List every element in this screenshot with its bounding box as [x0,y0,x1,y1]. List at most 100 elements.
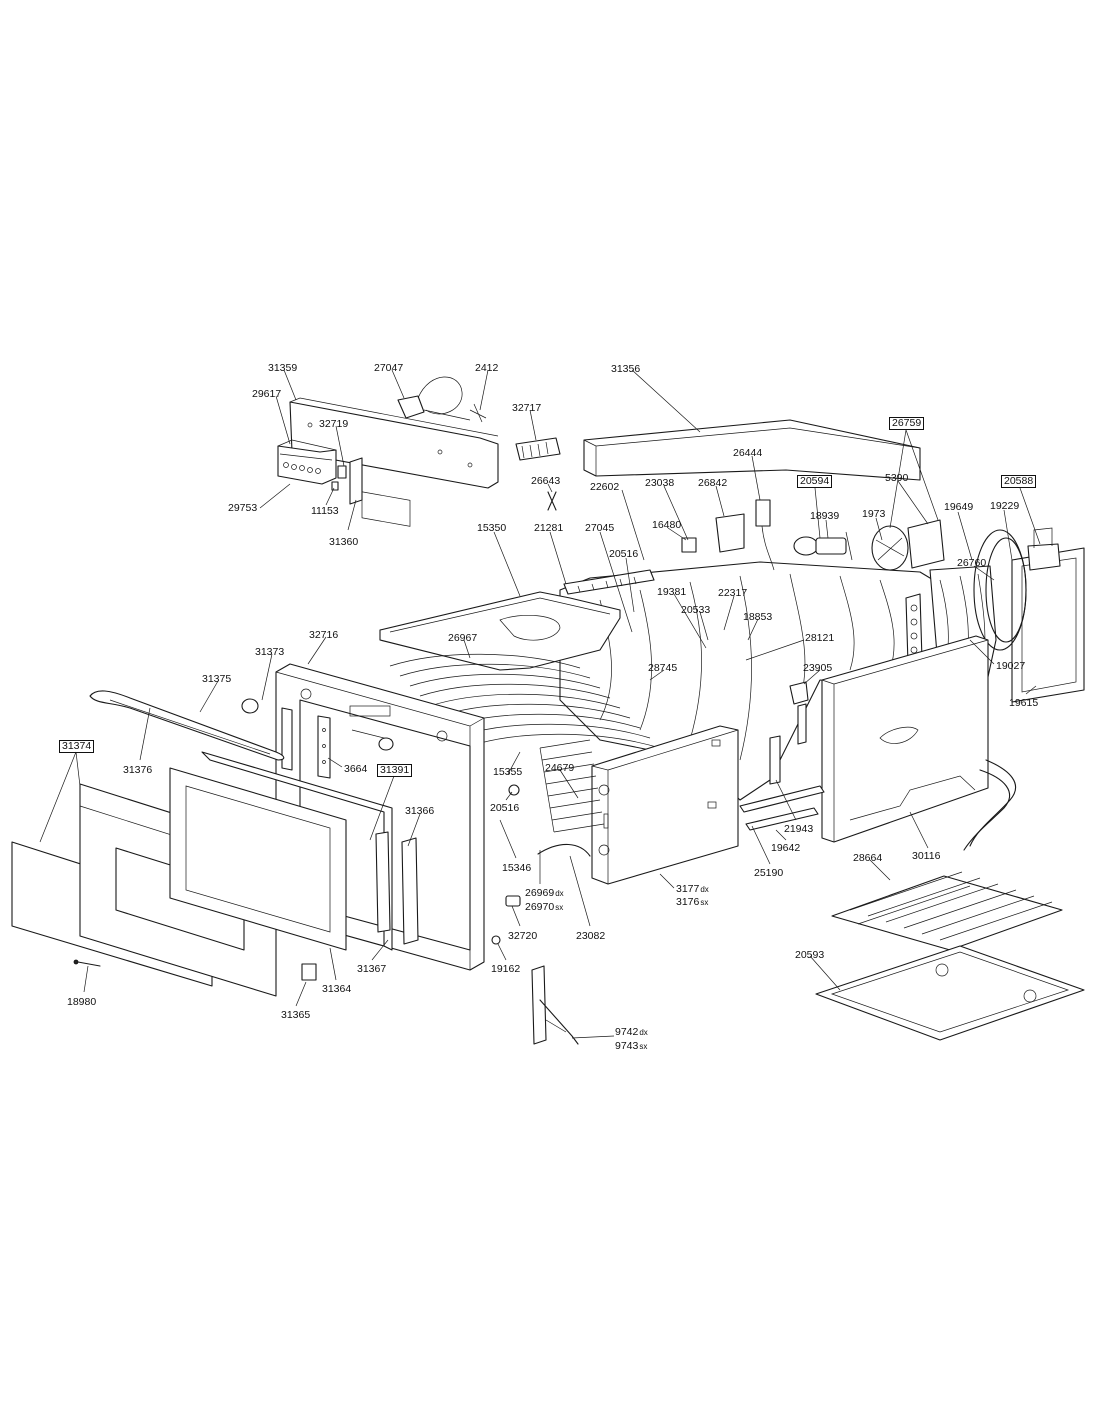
part-label-28121: 28121 [805,632,834,644]
part-number: 2412 [475,362,499,374]
part-label-23905: 23905 [803,662,832,674]
part-label-31376: 31376 [123,764,152,776]
small-hardware [491,784,579,1045]
part-label-19381: 19381 [657,586,686,598]
part-number: 26842 [698,477,728,489]
part-label-20516b: 20516 [490,802,519,814]
part-number: 26444 [733,447,763,459]
part-number: 18853 [743,611,773,623]
part-label-32720: 32720 [508,930,537,942]
side-suffix: sx [700,898,709,907]
part-label-26444: 26444 [733,447,762,459]
part-number: 19027 [996,660,1026,672]
right-side-panel [769,635,1016,851]
part-label-5390: 5390 [885,472,908,484]
part-number: 28745 [648,662,678,674]
part-number: 31367 [357,963,387,975]
part-number: 31365 [281,1009,311,1021]
part-label-31367: 31367 [357,963,386,975]
part-label-28745: 28745 [648,662,677,674]
part-label-19615: 19615 [1009,697,1038,709]
part-number: 26759 [892,417,922,429]
part-label-15350: 15350 [477,522,506,534]
part-number: 20593 [795,949,825,961]
part-label-11153: 11153 [311,505,339,517]
part-number: 27047 [374,362,404,374]
part-number: 31374 [62,740,92,752]
part-number: 3664 [344,763,368,775]
part-number: 15350 [477,522,507,534]
part-label-31356: 31356 [611,363,640,375]
part-label-19162: 19162 [491,963,520,975]
part-number: 16480 [652,519,682,531]
part-number: 3177 [676,883,700,895]
part-number: 24679 [545,762,575,774]
part-number: 31360 [329,536,359,548]
part-number: 25190 [754,867,784,879]
part-number: 19381 [657,586,687,598]
part-number: 31364 [322,983,352,995]
part-label-19642: 19642 [771,842,800,854]
part-label-15346: 15346 [502,862,531,874]
part-number: 29617 [252,388,282,400]
part-label-20594: 20594 [797,475,833,488]
part-number: 28121 [805,632,835,644]
part-label-27045: 27045 [585,522,614,534]
part-label-30116: 30116 [912,850,940,862]
part-label-32717: 32717 [512,402,541,414]
part-label-26970: 26970sx [525,901,563,914]
part-label-31375: 31375 [202,673,231,685]
part-label-3176: 3176sx [676,896,708,909]
part-number: 19615 [1009,697,1039,709]
part-label-18939: 18939 [810,510,839,522]
side-suffix: sx [555,903,564,912]
bottom-rails [739,785,825,831]
part-number: 32717 [512,402,542,414]
part-label-20593: 20593 [795,949,824,961]
part-number: 20533 [681,604,711,616]
baking-tray [815,945,1085,1041]
part-number: 21943 [784,823,814,835]
part-label-18980: 18980 [67,996,96,1008]
leader-lines [39,369,1041,1039]
part-label-28664: 28664 [853,852,882,864]
part-number: 5390 [885,472,909,484]
part-number: 32720 [508,930,538,942]
part-number: 22602 [590,481,620,493]
part-label-26759: 26759 [889,417,925,430]
part-label-1973: 1973 [862,508,885,520]
part-number: 31356 [611,363,641,375]
part-label-31374: 31374 [59,740,95,753]
left-side-panel [537,725,739,885]
part-label-29753: 29753 [228,502,257,514]
part-number: 23082 [576,930,606,942]
part-number: 18980 [67,996,97,1008]
part-number: 9742 [615,1026,639,1038]
part-number: 20516 [490,802,520,814]
part-number: 19162 [491,963,521,975]
part-label-19229: 19229 [990,500,1019,512]
part-number: 23038 [645,477,675,489]
part-label-22602: 22602 [590,481,619,493]
part-number: 11153 [311,505,339,517]
side-suffix: dx [700,885,709,894]
part-number: 30116 [912,850,941,862]
part-number: 31373 [255,646,285,658]
part-number: 31376 [123,764,153,776]
part-label-20588: 20588 [1001,475,1037,488]
top-element-plate [379,591,621,671]
part-number: 31359 [268,362,298,374]
part-number: 27045 [585,522,615,534]
part-number: 26760 [957,557,987,569]
part-number: 9743 [615,1040,639,1052]
part-label-20516a: 20516 [609,548,638,560]
part-number: 20594 [800,475,830,487]
part-number: 32716 [309,629,339,641]
part-label-29617: 29617 [252,388,281,400]
part-label-31391: 31391 [377,764,413,777]
part-label-23038: 23038 [645,477,674,489]
part-label-23082: 23082 [576,930,605,942]
part-label-9743: 9743sx [615,1040,647,1053]
side-suffix: dx [639,1028,648,1037]
